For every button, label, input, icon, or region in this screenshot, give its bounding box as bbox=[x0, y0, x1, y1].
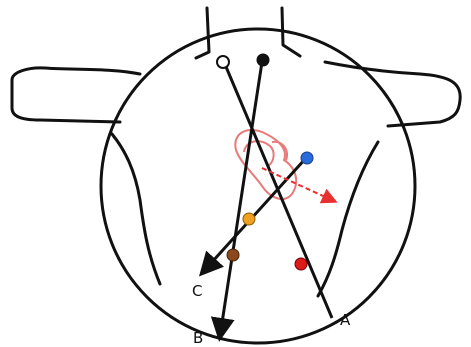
brown-marker bbox=[226, 248, 240, 262]
neck-right-line bbox=[280, 6, 302, 58]
left-side-outline bbox=[110, 132, 162, 286]
right-side-outline bbox=[316, 140, 380, 298]
cross-section-circle bbox=[99, 27, 417, 345]
blue-marker bbox=[300, 151, 314, 165]
label-c: C bbox=[192, 282, 202, 300]
label-a: A bbox=[340, 311, 351, 329]
torso-outline bbox=[10, 6, 462, 298]
left-arm-outline bbox=[10, 66, 142, 124]
orange-marker bbox=[242, 212, 256, 226]
label-b: B bbox=[193, 329, 203, 347]
beam-line-c bbox=[198, 156, 308, 277]
black-marker bbox=[256, 53, 270, 67]
direction-arrow bbox=[261, 167, 338, 204]
red-marker bbox=[294, 257, 308, 271]
right-arm-outline bbox=[323, 60, 462, 128]
beam-line-b bbox=[210, 61, 264, 342]
white-marker bbox=[216, 55, 230, 69]
neck-left-line bbox=[194, 6, 211, 60]
